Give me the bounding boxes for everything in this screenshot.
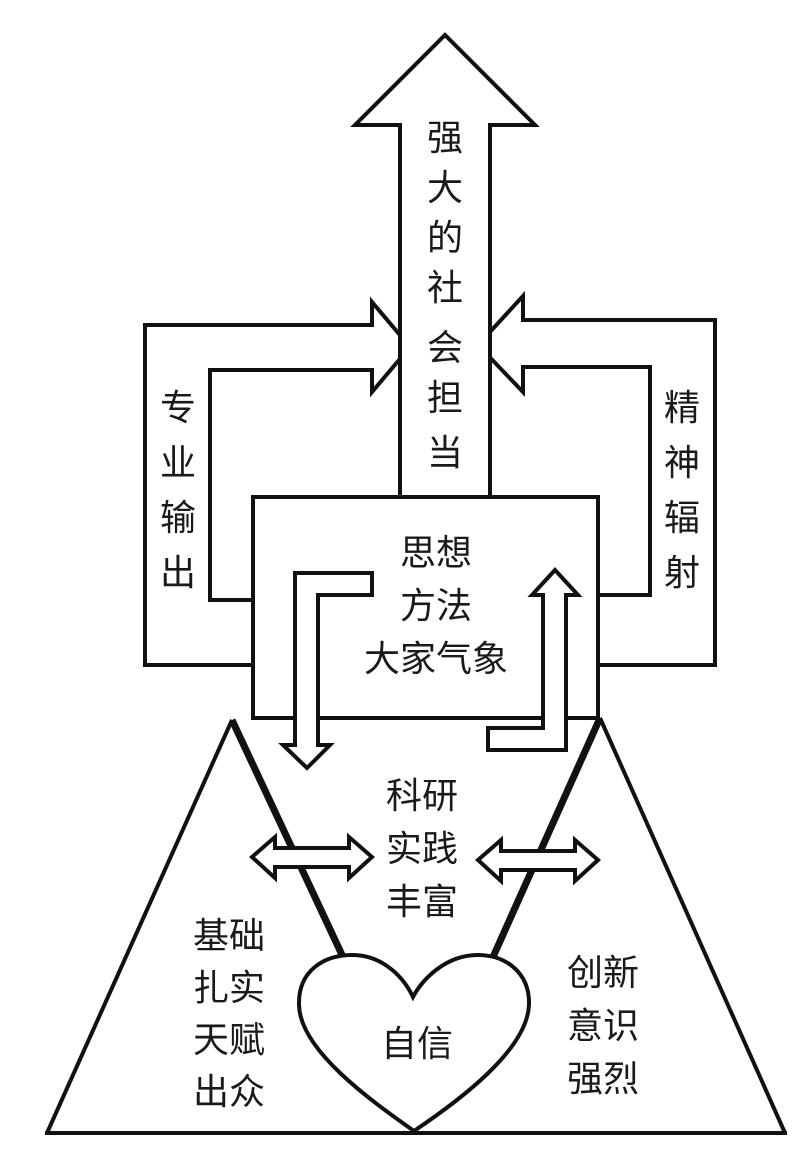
middle-region-line: 丰富 (386, 882, 458, 923)
center-box-line: 大家气象 (364, 639, 508, 680)
main-up-arrow (350, 32, 540, 502)
middle-region-line: 科研 (386, 776, 458, 817)
left-triangle-line: 出众 (193, 1072, 265, 1113)
main-arrow-char: 的 (427, 218, 463, 259)
right-triangle-text: 创新 意识 强烈 (567, 953, 639, 1100)
left-loop-char: 业 (160, 443, 196, 484)
main-arrow-char: 担 (427, 378, 463, 419)
center-box-line: 思想 (400, 533, 472, 574)
left-triangle-line: 扎实 (193, 968, 265, 1009)
left-triangle-outer-edge (45, 719, 234, 1134)
left-triangle-inner-edge (228, 718, 347, 959)
heart-shape (296, 952, 532, 1134)
left-loop-char: 出 (160, 553, 196, 594)
right-loop-char: 射 (664, 553, 700, 594)
left-triangle-line: 基础 (193, 916, 265, 957)
right-loop-char: 精 (664, 388, 700, 429)
main-arrow-char: 社 (427, 268, 463, 309)
right-triangle-line: 意识 (567, 1006, 639, 1047)
middle-region-line: 实践 (386, 829, 458, 870)
right-loop-arrow (475, 290, 717, 667)
right-loop-char: 辐 (664, 498, 700, 539)
center-box-text: 思想 方法 大家气象 (364, 533, 508, 680)
left-loop-char: 输 (160, 498, 196, 539)
left-triangle-text: 基础 扎实 天赋 出众 (193, 916, 265, 1113)
up-l-arrow (486, 567, 583, 752)
right-triangle-inner-edge (489, 716, 604, 959)
left-loop-arrow (143, 296, 413, 667)
main-arrow-char: 当 (427, 433, 463, 474)
right-double-arrow (474, 835, 602, 886)
main-arrow-label: 强 大 的 社 会 担 当 (427, 118, 463, 474)
middle-region-text: 科研 实践 丰富 (386, 776, 458, 923)
heart-label: 自信 (381, 1024, 453, 1065)
right-loop-char: 神 (664, 443, 700, 484)
left-loop-label: 专 业 输 出 (160, 388, 196, 594)
right-loop-label: 精 神 辐 射 (664, 388, 700, 594)
right-triangle-line: 强烈 (567, 1059, 639, 1100)
center-box-line: 方法 (400, 586, 472, 627)
main-arrow-char: 会 (427, 328, 463, 369)
left-triangle-line: 天赋 (193, 1020, 265, 1061)
right-triangle-line: 创新 (567, 953, 639, 994)
left-double-arrow (248, 832, 376, 883)
main-arrow-char: 大 (427, 168, 463, 209)
left-loop-char: 专 (160, 388, 196, 429)
main-arrow-char: 强 (427, 118, 463, 159)
right-triangle-outer-edge (598, 717, 787, 1134)
down-l-arrow (278, 571, 374, 771)
